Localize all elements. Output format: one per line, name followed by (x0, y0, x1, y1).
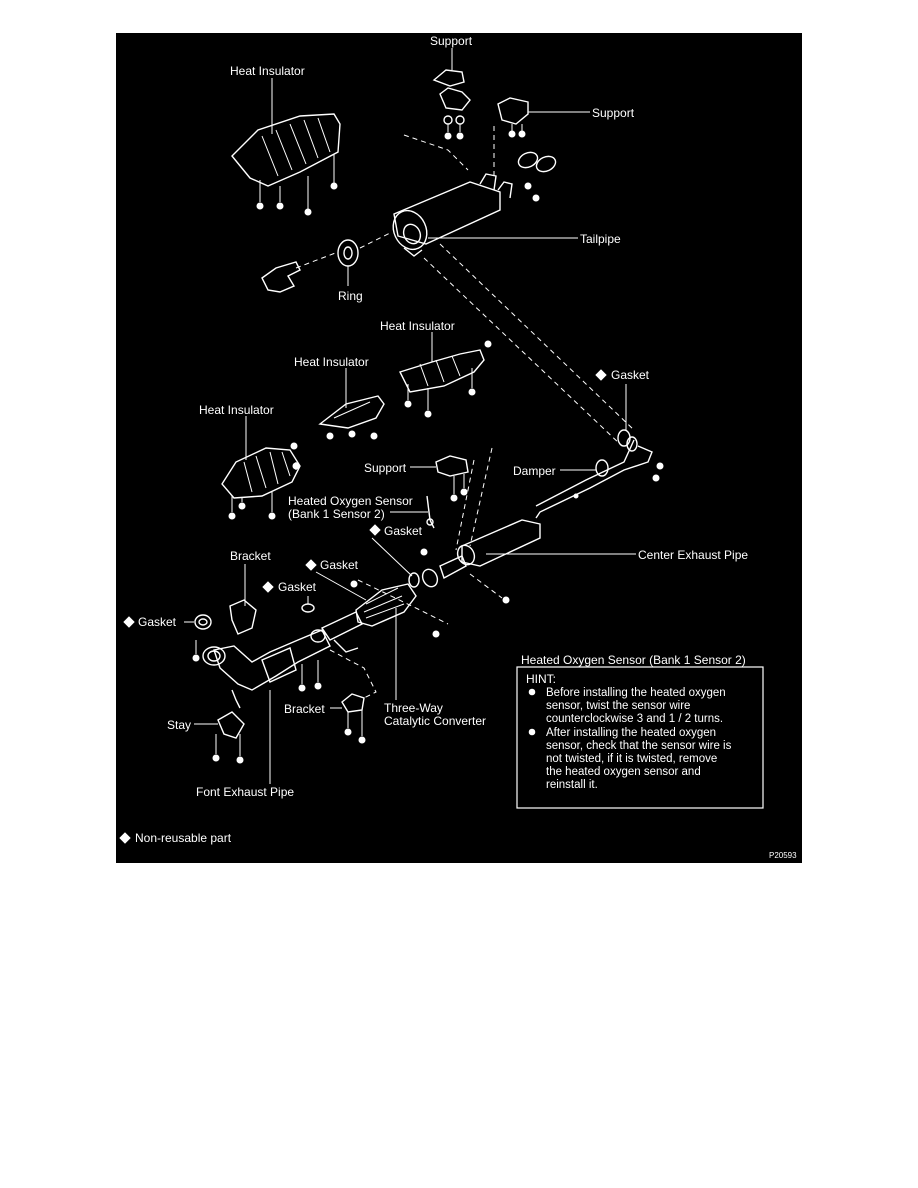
heat-insulator-4-part (221, 442, 301, 520)
diamond-icon (369, 524, 381, 536)
hint-bullet2-line5: reinstall it. (546, 779, 598, 791)
label-sensor-line2: (Bank 1 Sensor 2) (288, 507, 385, 521)
damper-part (595, 429, 664, 482)
gasket-left-part (194, 614, 212, 630)
hint-box: Heated Oxygen Sensor (Bank 1 Sensor 2) H… (516, 653, 764, 809)
stay-part (212, 689, 245, 764)
label-heat-insulator-1: Heat Insulator (230, 64, 305, 78)
label-ring: Ring (338, 289, 363, 303)
hint-bullet1-line2: sensor, twist the sensor wire (546, 700, 690, 712)
hint-bullet1-line3: counterclockwise 3 and 1 / 2 turns. (546, 713, 723, 725)
legend-non-reusable: Non-reusable part (135, 831, 232, 845)
label-heat-insulator-4: Heat Insulator (199, 403, 274, 417)
label-bracket-upper: Bracket (230, 549, 271, 563)
support-top-part (432, 69, 471, 140)
center-exhaust-pipe-part (421, 439, 653, 588)
hand-icon (261, 261, 301, 293)
hint-bullet1-line1: Before installing the heated oxygen (546, 687, 726, 699)
label-front-exhaust-pipe: Font Exhaust Pipe (196, 785, 294, 799)
label-bracket-lower: Bracket (284, 702, 325, 716)
label-catalytic-line2: Catalytic Converter (384, 714, 486, 728)
hint-box-title: Heated Oxygen Sensor (Bank 1 Sensor 2) (521, 653, 746, 667)
hint-heading: HINT: (526, 672, 556, 686)
diamond-icon (262, 581, 274, 593)
label-damper: Damper (513, 464, 556, 478)
label-center-exhaust-pipe: Center Exhaust Pipe (638, 548, 748, 562)
heat-insulator-1-part (231, 113, 341, 216)
support-mid-part (435, 455, 469, 502)
label-support-mid: Support (364, 461, 407, 475)
diamond-icon (305, 559, 317, 571)
label-tailpipe: Tailpipe (580, 232, 621, 246)
label-support-right: Support (592, 106, 635, 120)
label-gasket-cat-rear: Gasket (278, 580, 317, 594)
hint-bullet2-line4: the heated oxygen sensor and (546, 766, 701, 778)
label-gasket-center: Gasket (384, 524, 423, 538)
heat-insulator-2-part (399, 340, 492, 418)
tailpipe-part (392, 173, 513, 257)
heated-oxygen-sensor-part (426, 495, 435, 529)
label-gasket-cat-front: Gasket (320, 558, 359, 572)
label-sensor-line1: Heated Oxygen Sensor (288, 494, 413, 508)
label-heat-insulator-3: Heat Insulator (294, 355, 369, 369)
diamond-icon (119, 832, 131, 844)
diamond-icon (123, 616, 135, 628)
support-right-part (497, 97, 557, 202)
bracket-lower-part (341, 693, 366, 744)
hint-bullet2-line3: not twisted, if it is twisted, remove (546, 753, 717, 765)
exhaust-system-diagram: Support Support Tailpipe Ring (116, 33, 802, 863)
figure-code: P20593 (769, 851, 797, 860)
catalytic-converter-part (320, 580, 440, 653)
bullet-icon (528, 688, 536, 696)
label-gasket-upper: Gasket (611, 368, 650, 382)
label-catalytic-line1: Three-Way (384, 701, 443, 715)
hint-bullet2-line2: sensor, check that the sensor wire is (546, 740, 732, 752)
diamond-icon (595, 369, 607, 381)
label-support-top: Support (430, 34, 473, 48)
diagram-background (116, 33, 802, 863)
gasket-center-part (408, 572, 420, 588)
gasket-cat-rear-part (301, 603, 315, 613)
bullet-icon (528, 728, 536, 736)
label-heat-insulator-2: Heat Insulator (380, 319, 455, 333)
label-gasket-left: Gasket (138, 615, 177, 629)
label-stay: Stay (167, 718, 191, 732)
front-exhaust-pipe-part (192, 599, 331, 692)
hint-bullet2-line1: After installing the heated oxygen (546, 727, 716, 739)
